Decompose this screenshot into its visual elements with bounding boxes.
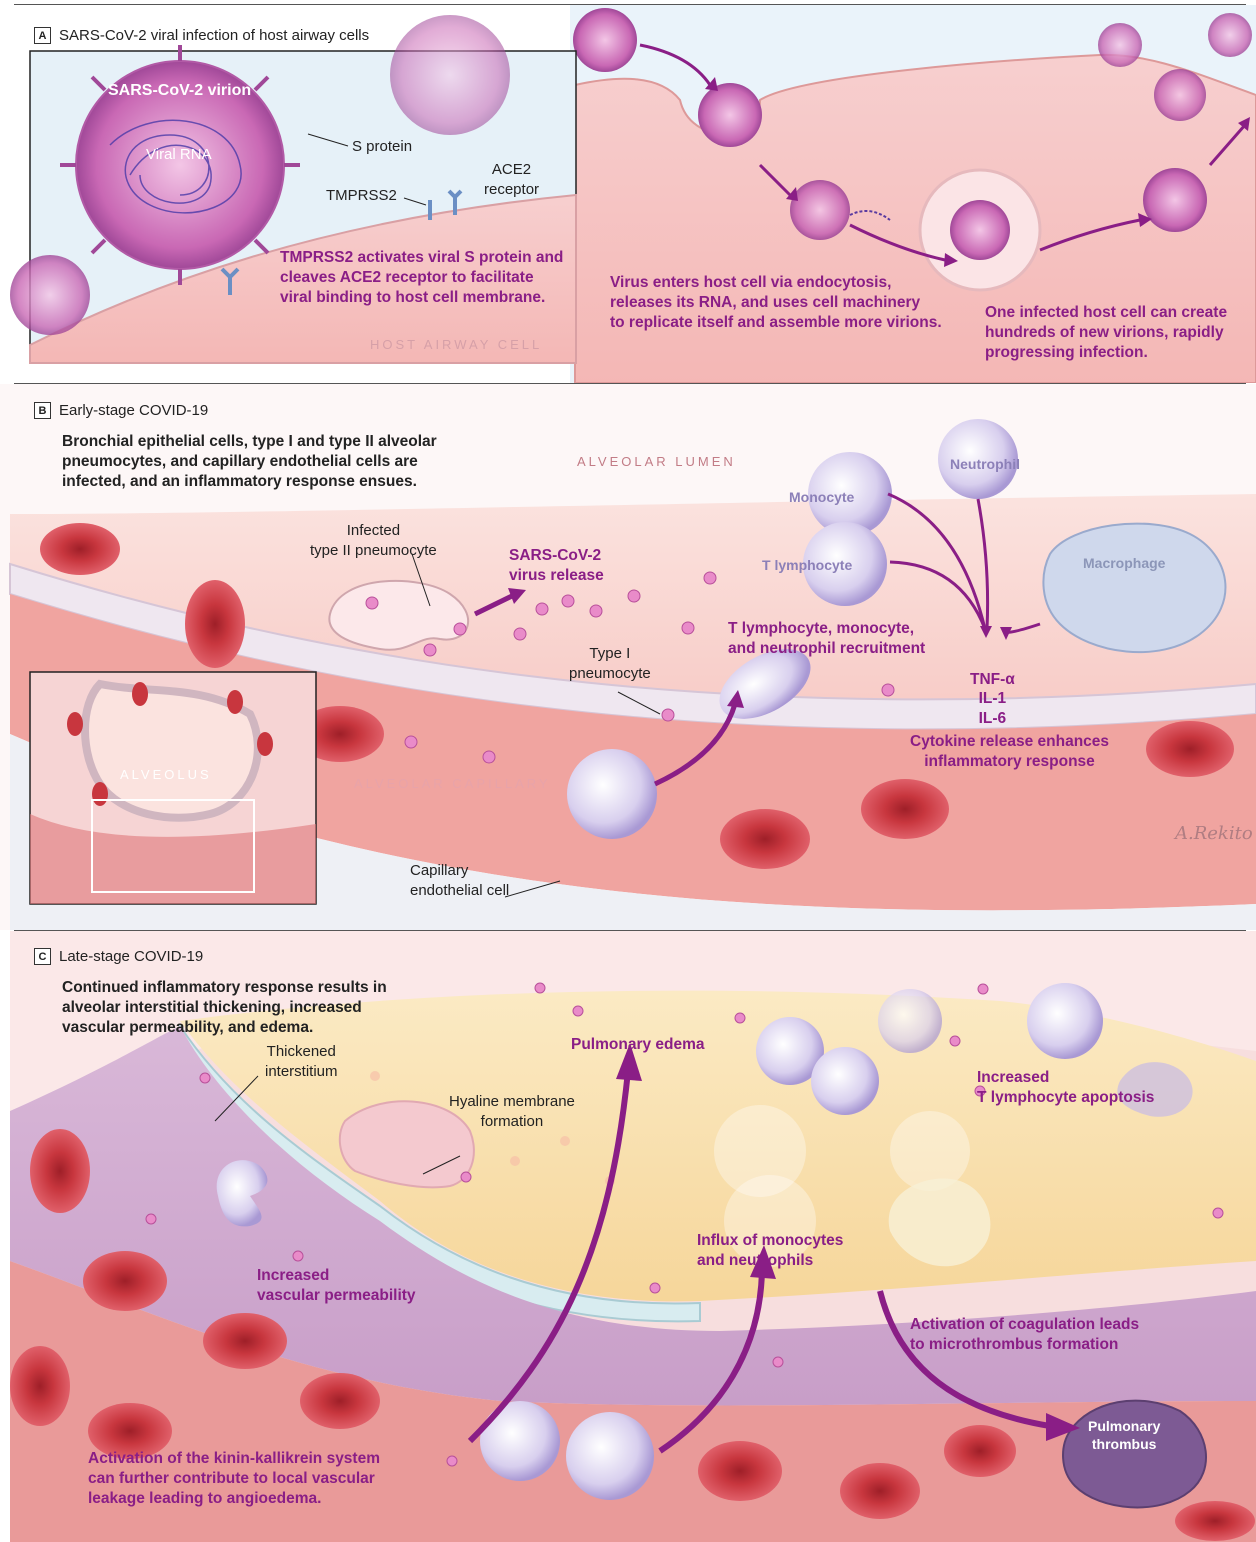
panel-a-heading: A SARS-CoV-2 viral infection of host air… (34, 27, 369, 44)
panel-b-heading: B Early-stage COVID-19 (34, 402, 208, 419)
coagulation-label: Activation of coagulation leads to micro… (910, 1315, 1139, 1355)
panel-c-heading: C Late-stage COVID-19 (34, 948, 203, 965)
replication-description: One infected host cell can create hundre… (985, 303, 1227, 363)
panel-a: A SARS-CoV-2 viral infection of host air… (0, 5, 1256, 383)
panel-b-intro: Bronchial epithelial cells, type I and t… (62, 432, 437, 492)
alveolus-label: ALVEOLUS (120, 767, 212, 784)
panel-c-intro: Continued inflammatory response results … (62, 978, 387, 1038)
panel-c: C Late-stage COVID-19 Continued inflamma… (0, 931, 1256, 1542)
neutrophil-label: Neutrophil (950, 455, 1020, 473)
tmprss2-description: TMPRSS2 activates viral S protein and cl… (280, 248, 563, 308)
panel-a-letter: A (34, 27, 51, 44)
viral-rna-label: Viral RNA (146, 145, 212, 165)
t-lymphocyte-apoptosis-label: Increased T lymphocyte apoptosis (977, 1068, 1154, 1108)
type1-pneumocyte-label: Type I pneumocyte (569, 644, 651, 683)
kinin-kallikrein-label: Activation of the kinin-kallikrein syste… (88, 1449, 380, 1509)
cytokine-release-label: Cytokine release enhances inflammatory r… (910, 732, 1109, 772)
endocytosis-description: Virus enters host cell via endocytosis, … (610, 273, 942, 333)
thickened-interstitium-label: Thickened interstitium (265, 1042, 338, 1081)
alveolar-capillary-label: ALVEOLAR CAPILLARY (354, 776, 551, 793)
panel-b: B Early-stage COVID-19 Bronchial epithel… (0, 384, 1256, 930)
artist-signature: A.Rekito (1175, 822, 1253, 845)
monocyte-label: Monocyte (789, 488, 854, 506)
host-airway-cell-label: HOST AIRWAY CELL (370, 337, 542, 354)
s-protein-label: S protein (352, 137, 412, 157)
virus-release-label: SARS-CoV-2 virus release (509, 546, 604, 586)
endothelial-cell-label: Capillary endothelial cell (410, 861, 509, 900)
cytokines-label: TNF-α IL-1 IL-6 (970, 670, 1015, 728)
tmprss2-label: TMPRSS2 (326, 186, 397, 206)
pulmonary-thrombus-label: Pulmonary thrombus (1088, 1417, 1160, 1453)
panel-c-title: Late-stage COVID-19 (59, 948, 203, 965)
panel-b-letter: B (34, 402, 51, 419)
alveolar-lumen-label: ALVEOLAR LUMEN (577, 454, 736, 471)
macrophage-label: Macrophage (1083, 554, 1165, 572)
virion-label: SARS-CoV-2 virion (108, 81, 251, 102)
panel-c-letter: C (34, 948, 51, 965)
hyaline-membrane-label: Hyaline membrane formation (449, 1092, 575, 1131)
ace2-label: ACE2 receptor (484, 160, 539, 199)
influx-label: Influx of monocytes and neutrophils (697, 1231, 843, 1271)
pulmonary-edema-label: Pulmonary edema (571, 1035, 705, 1055)
t-lymphocyte-label: T lymphocyte (762, 556, 852, 574)
panel-a-title: SARS-CoV-2 viral infection of host airwa… (59, 27, 369, 44)
infected-type2-label: Infected type II pneumocyte (310, 521, 437, 560)
recruitment-label: T lymphocyte, monocyte, and neutrophil r… (728, 619, 925, 659)
vascular-permeability-label: Increased vascular permeability (257, 1266, 416, 1306)
panel-b-title: Early-stage COVID-19 (59, 402, 208, 419)
